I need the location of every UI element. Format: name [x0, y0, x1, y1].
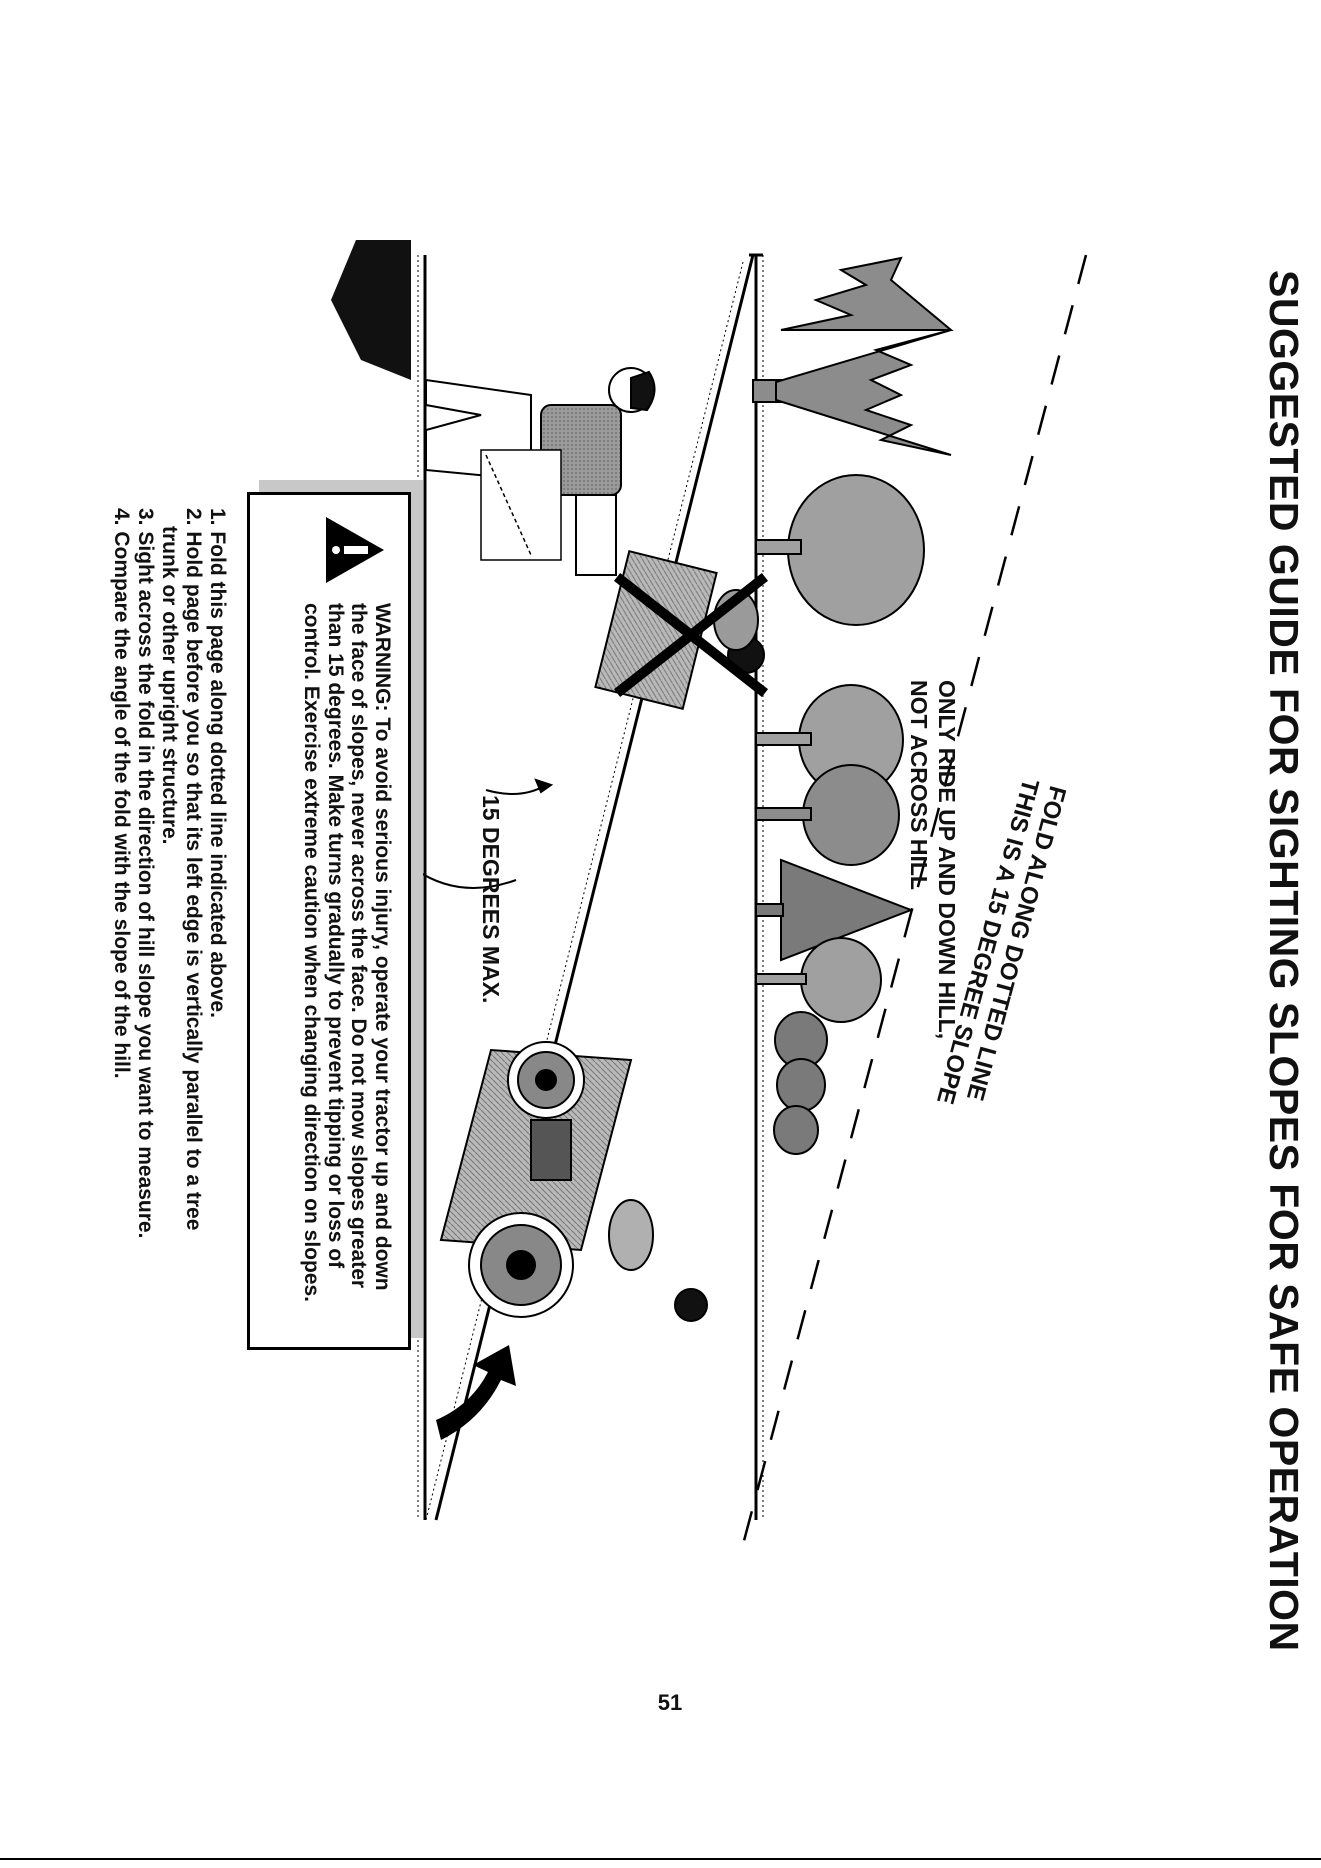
- curved-arrow-icon: [436, 1345, 516, 1440]
- angle-indicator: [415, 778, 554, 889]
- person-sighting: [425, 367, 656, 576]
- instruction-step-2-continued: trunk or other upright structure.: [158, 526, 181, 845]
- tree-row: [752, 256, 954, 1155]
- instructions-list: 1. Fold this page along dotted line indi…: [109, 508, 229, 1238]
- slope-note: ONLY RIDE UP AND DOWN HILL, NOT ACROSS H…: [905, 680, 961, 1039]
- warning-triangle-icon: [326, 517, 384, 583]
- slope-note-line1: ONLY RIDE UP AND DOWN HILL,: [934, 680, 960, 1040]
- page-number: 51: [657, 1690, 683, 1715]
- instruction-step-3: 3. Sight across the fold in the directio…: [134, 508, 157, 1239]
- warning-box: WARNING: To avoid serious injury, operat…: [247, 492, 411, 1350]
- instruction-step-1: 1. Fold this page along dotted line indi…: [206, 508, 229, 1018]
- bottom-divider: [0, 1858, 1321, 1860]
- x-mark-icon: [613, 572, 769, 698]
- slope-note-line2: NOT ACROSS HILL: [906, 680, 932, 890]
- shadow: [331, 240, 411, 380]
- fold-dashed-line: [739, 254, 1088, 1553]
- warning-text: WARNING: To avoid serious injury, operat…: [300, 603, 395, 1302]
- instruction-step-2: 2. Hold page before you so that its left…: [182, 508, 205, 1231]
- lower-ground: [417, 255, 427, 1520]
- tractor-up-slope: [439, 1041, 708, 1322]
- handheld-page-icon: [480, 449, 562, 561]
- slope-ground: [425, 254, 755, 1521]
- instruction-step-4: 4. Compare the angle of the fold with th…: [110, 508, 133, 1079]
- angle-label: 15 DEGREES MAX.: [478, 795, 504, 1004]
- upper-ground: [749, 253, 764, 1520]
